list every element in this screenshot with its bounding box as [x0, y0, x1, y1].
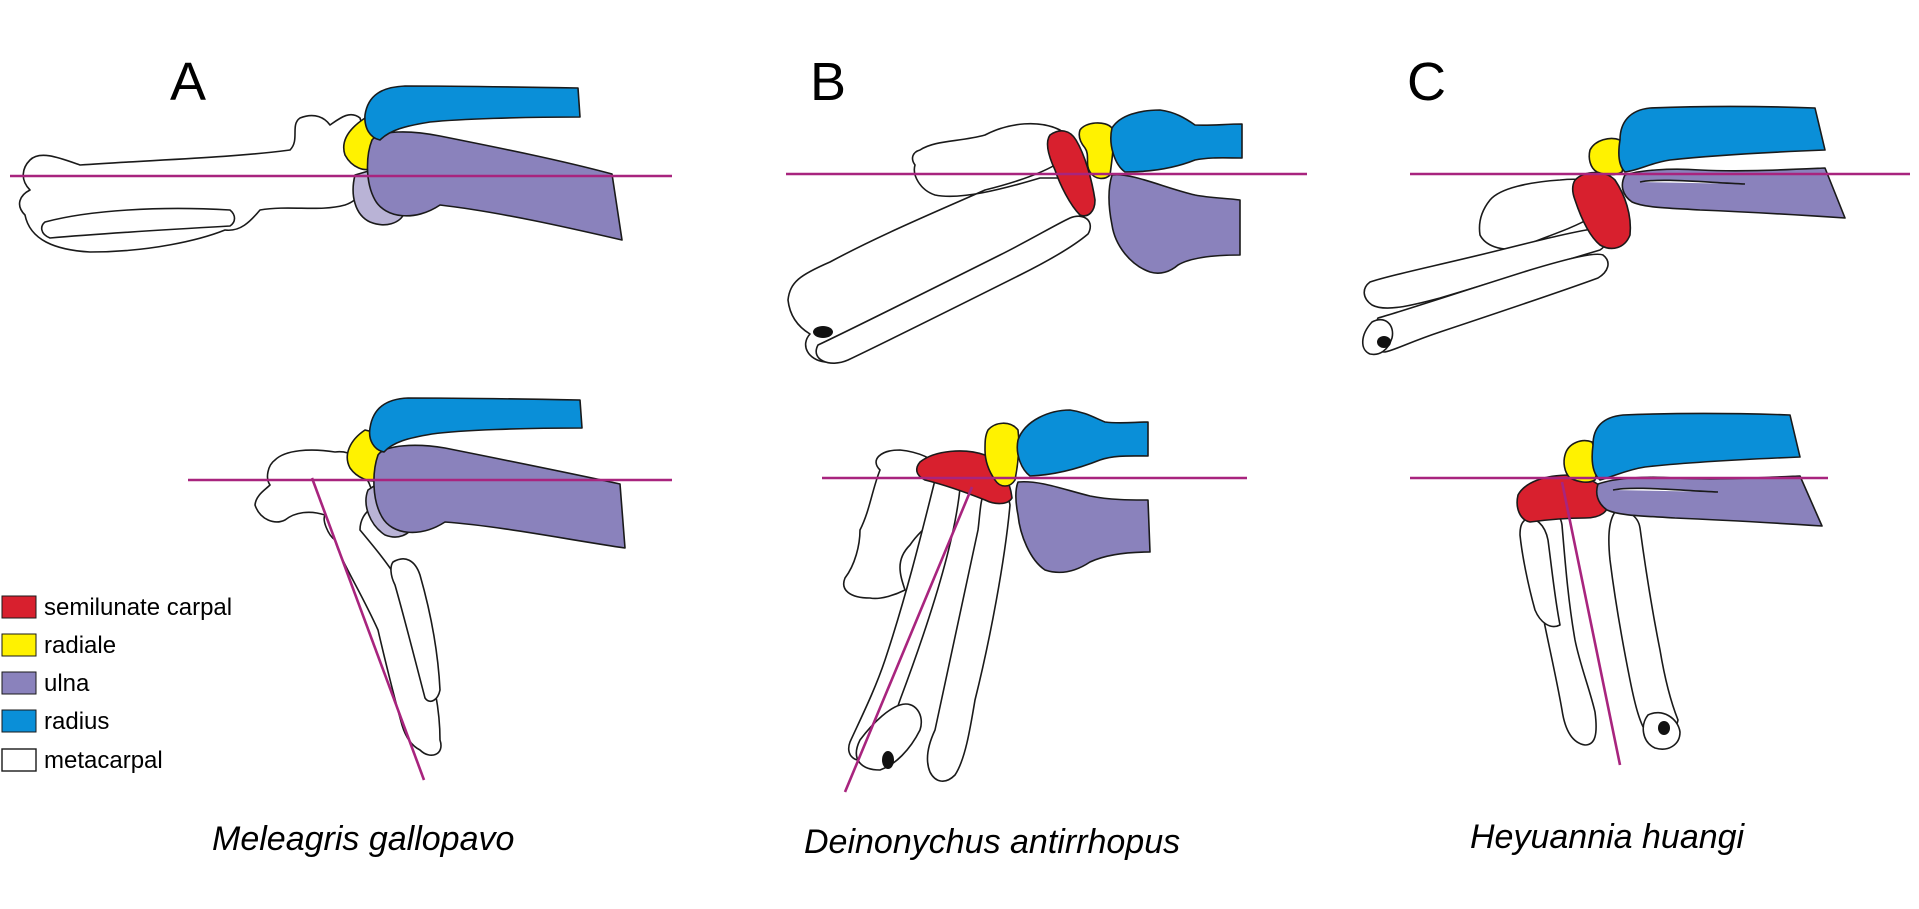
ulna [1621, 167, 1846, 219]
ulna-groove [1639, 179, 1746, 185]
legend: semilunate carpal radiale ulna radius me… [1, 594, 232, 774]
radiale [984, 422, 1020, 487]
panel-b-extended-wrist [786, 109, 1307, 364]
ulna [373, 444, 626, 549]
legend-label: radius [44, 708, 109, 735]
ulna [1014, 480, 1151, 574]
radiale [1563, 439, 1598, 483]
legend-swatch [1, 595, 37, 619]
semilunate-carpal [1516, 474, 1610, 523]
metacarpal-shaft-2 [1608, 510, 1679, 739]
legend-label: ulna [44, 670, 90, 697]
species-label-b: Deinonychus antirrhopus [804, 823, 1180, 861]
metacarpal-shaft-1 [1363, 227, 1608, 309]
metacarpal-shaft [390, 558, 441, 702]
legend-label: metacarpal [44, 747, 163, 774]
panel-c: C [1361, 52, 1910, 766]
panel-c-extended-wrist [1361, 105, 1910, 356]
ulna-groove [1612, 487, 1719, 493]
radiale [1078, 122, 1115, 180]
panel-a-extended-wrist [10, 85, 672, 253]
legend-swatch [1, 633, 37, 657]
metacarpal-axis-line [1560, 481, 1622, 766]
legend-swatch [1, 709, 37, 733]
legend-item-semilunate-carpal: semilunate carpal [1, 594, 232, 621]
radius [1016, 409, 1149, 477]
metacarpal-shaft [40, 207, 236, 239]
legend-item-metacarpal: metacarpal [1, 747, 163, 774]
metacarpal-shaft-1 [1519, 518, 1561, 628]
ungual-mark [882, 751, 894, 769]
panel-c-letter: C [1407, 52, 1446, 112]
species-label-c: Heyuannia huangi [1470, 818, 1746, 856]
ungual-mark [813, 326, 833, 338]
ulna [1108, 173, 1241, 274]
panel-b-flexed-wrist [822, 409, 1247, 793]
ungual-mark [1377, 336, 1391, 348]
metacarpal-bone-lower [815, 215, 1092, 364]
legend-label: semilunate carpal [44, 594, 232, 621]
panel-a-letter: A [170, 52, 206, 112]
radius [368, 397, 583, 453]
legend-item-radiale: radiale [1, 632, 116, 659]
radius [1110, 109, 1243, 173]
species-label-a: Meleagris gallopavo [212, 820, 514, 858]
panel-b-letter: B [810, 52, 846, 112]
radius [1591, 412, 1801, 481]
metacarpal-shaft-2 [926, 487, 1011, 782]
legend-swatch [1, 671, 37, 695]
semilunate-carpal [1571, 171, 1632, 250]
legend-label: radiale [44, 632, 116, 659]
legend-item-radius: radius [1, 708, 109, 735]
metacarpal-axis-line [843, 486, 974, 793]
ulna [366, 131, 623, 241]
panel-b: B [786, 52, 1307, 793]
legend-swatch [1, 748, 37, 772]
radius [1618, 105, 1826, 173]
legend-item-ulna: ulna [1, 670, 90, 697]
metacarpal-axis-line [310, 477, 426, 781]
panel-a: A [10, 52, 672, 781]
panel-c-flexed-wrist [1410, 412, 1828, 766]
metacarpal-shaft-2 [1371, 253, 1609, 353]
panel-a-flexed-wrist [188, 397, 672, 781]
ungual-mark [1658, 721, 1670, 735]
radiale [1588, 137, 1625, 176]
radius [364, 85, 581, 141]
